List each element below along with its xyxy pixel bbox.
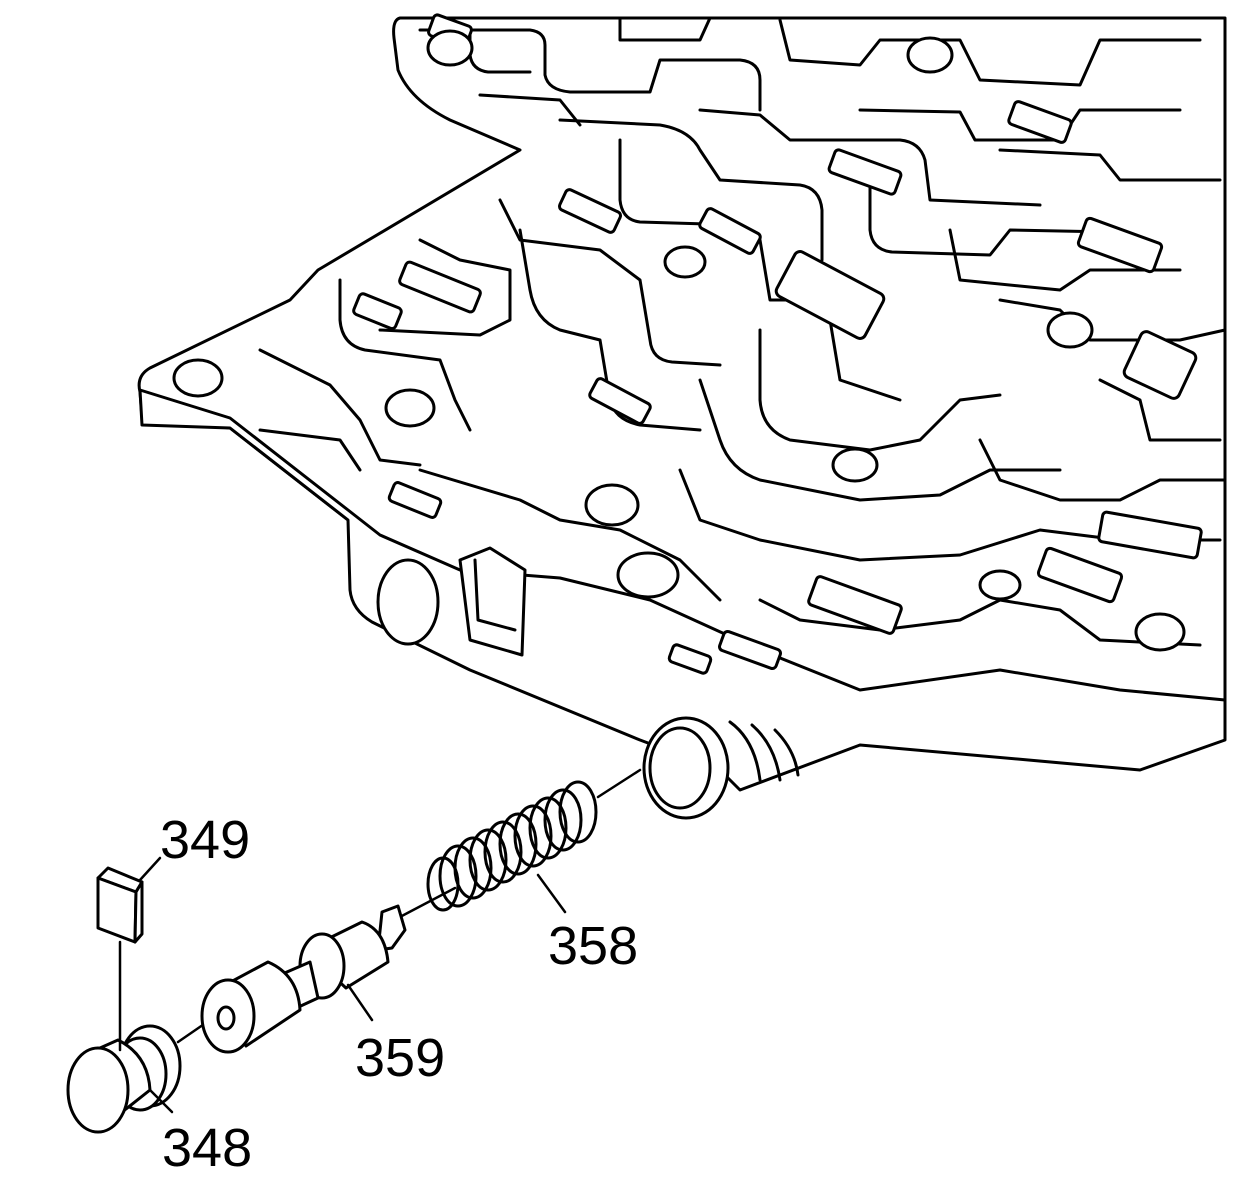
callout-349: 349 [160, 810, 250, 870]
retainer-349 [96, 866, 144, 1052]
assembly-axis-line-a [596, 768, 642, 799]
valve-359 [200, 904, 407, 1054]
callout-359: 359 [355, 1028, 445, 1088]
fluid-passages [258, 16, 1227, 647]
leader-349 [138, 856, 162, 882]
spring-358 [426, 780, 598, 912]
plug-348 [66, 1024, 182, 1134]
front-notch [458, 546, 527, 657]
leader-359 [346, 983, 374, 1022]
callout-358: 358 [548, 916, 638, 976]
callout-348: 348 [162, 1118, 252, 1178]
valve-body [137, 13, 1227, 820]
passage-slots [352, 13, 1203, 675]
valve-body-holes [172, 29, 1186, 652]
valve-bore-opening [642, 716, 730, 820]
bore-boss [376, 558, 440, 646]
leader-348 [148, 1088, 174, 1114]
assembly-axis-line-b [396, 886, 457, 920]
leader-358 [536, 873, 567, 914]
